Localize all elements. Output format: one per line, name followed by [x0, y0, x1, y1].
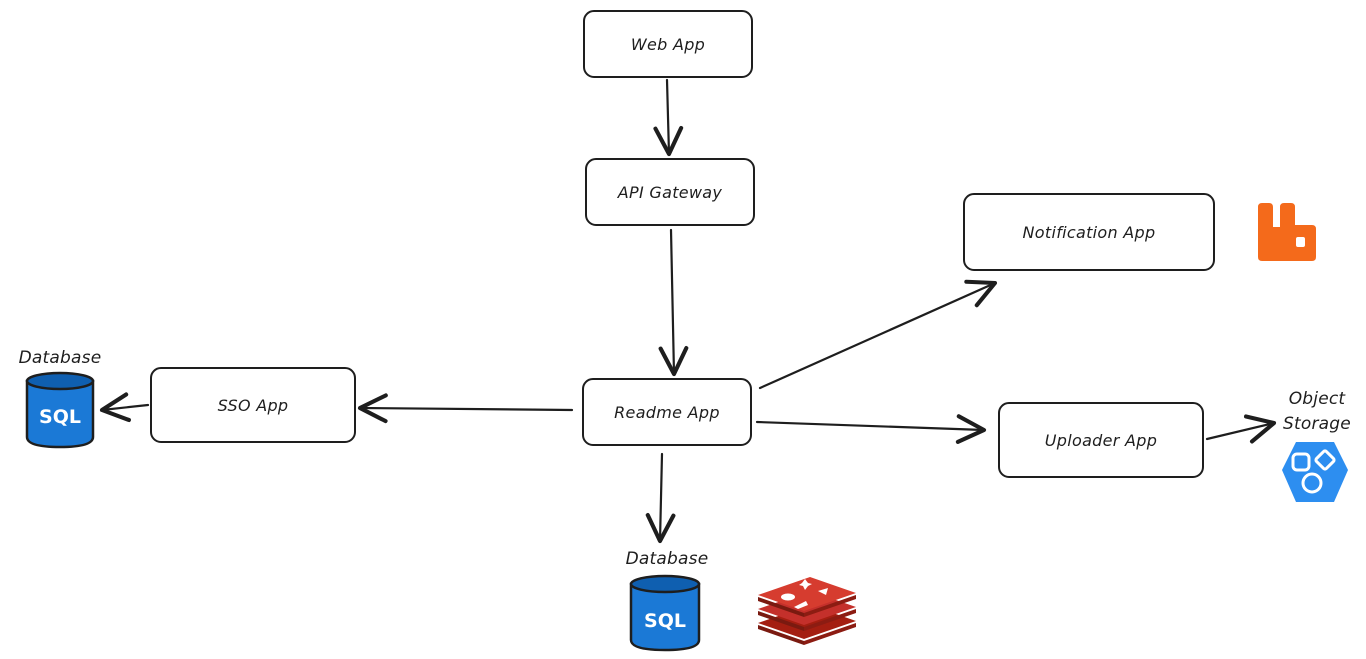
web-app-box[interactable]: Web App — [583, 10, 753, 78]
bottom-sql-badge-text: SQL — [644, 610, 686, 632]
object-storage-caption-line2: Storage — [1283, 414, 1351, 434]
notification-app-box[interactable]: Notification App — [963, 193, 1215, 271]
redis-icon — [758, 577, 856, 645]
arrow-readme-to-uploader — [755, 414, 987, 444]
uploader-app-box[interactable]: Uploader App — [998, 402, 1204, 478]
left-database-caption: Database — [18, 348, 102, 368]
api-gateway-label: API Gateway — [617, 182, 723, 202]
arrow-readme-to-notification — [758, 279, 998, 390]
object-storage-icon — [1282, 442, 1348, 502]
bottom-database-caption: Database — [625, 549, 709, 569]
uploader-app-label: Uploader App — [1044, 430, 1158, 450]
web-app-label: Web App — [630, 34, 706, 54]
arrow-uploader-to-storage — [1205, 414, 1277, 444]
sso-app-box[interactable]: SSO App — [150, 367, 356, 443]
arrow-readme-to-sso — [357, 393, 574, 424]
arrow-gateway-to-readme — [658, 228, 689, 377]
object-storage-caption-line1: Object — [1288, 389, 1346, 409]
api-gateway-box[interactable]: API Gateway — [585, 158, 755, 226]
notification-app-label: Notification App — [1022, 222, 1156, 242]
arrow-webapp-to-gateway — [653, 78, 684, 157]
bottom-sql-database-icon: SQL — [629, 574, 701, 652]
rabbitmq-icon — [1258, 203, 1316, 261]
arrow-sso-to-database — [99, 392, 150, 423]
readme-app-label: Readme App — [614, 402, 720, 422]
left-sql-database-icon: SQL — [25, 371, 95, 449]
sso-app-label: SSO App — [217, 395, 289, 415]
left-sql-badge-text: SQL — [39, 406, 81, 428]
readme-app-box[interactable]: Readme App — [582, 378, 752, 446]
arrow-readme-to-database — [645, 452, 676, 544]
